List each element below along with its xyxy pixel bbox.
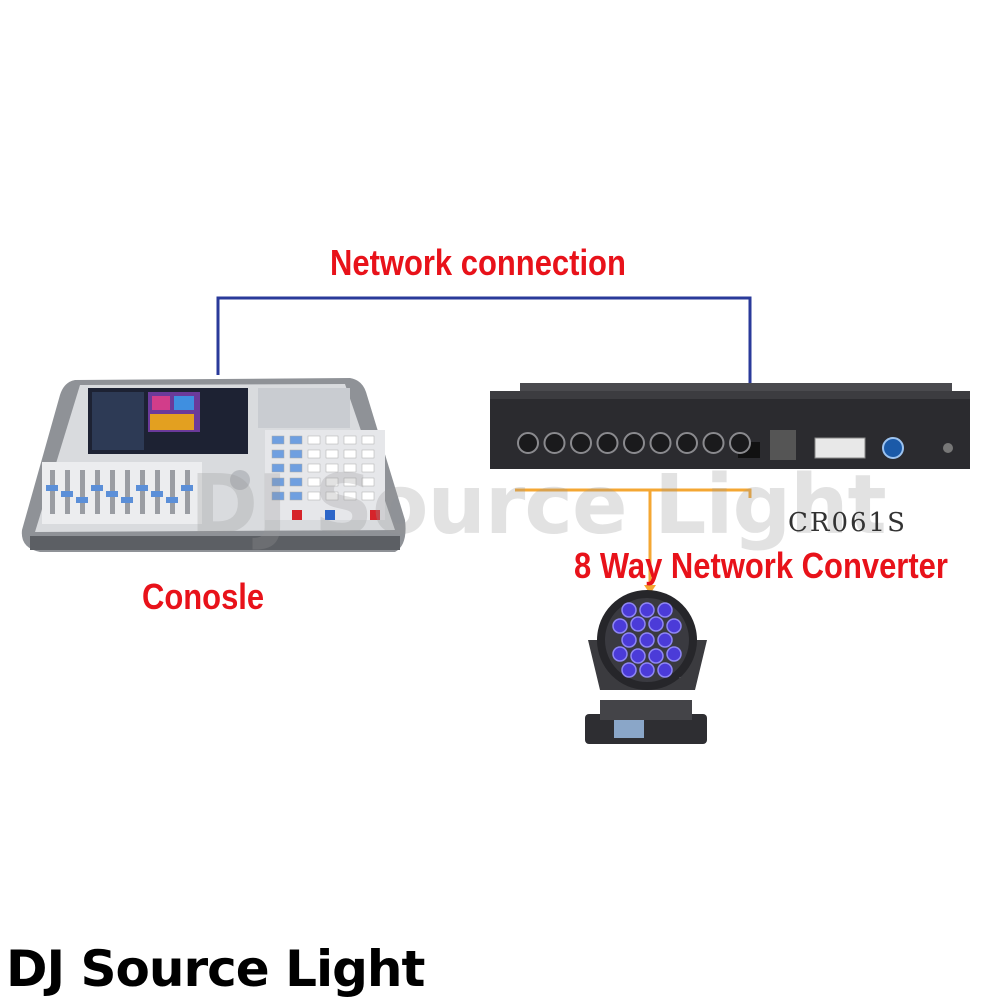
fader-knob [91,485,103,491]
fader-knob [61,491,73,497]
led-lens [639,632,655,648]
network-connection-label: Network connection [330,242,626,283]
led-lens [657,662,673,678]
fader-knob [151,491,163,497]
led-lens [612,646,628,662]
fader-knob [181,485,193,491]
console-button [307,477,321,487]
console-button [343,463,357,473]
fader-track [140,470,145,514]
led-lens [666,618,682,634]
console-button [325,477,339,487]
fader-track [185,470,190,514]
console-button [361,477,375,487]
led-lens [630,648,646,664]
fader-track [50,470,55,514]
console-button [325,491,339,501]
led-lens [657,632,673,648]
fader-track [80,470,85,514]
network-converter-icon [490,383,970,469]
console-button [271,463,285,473]
console-label: Conosle [142,576,265,617]
console-button [289,491,303,501]
console-button [325,463,339,473]
xlr-port [676,432,698,454]
console-button [271,449,285,459]
console-button [343,435,357,445]
console-button [361,449,375,459]
brand-logo-text: DJ Source Light [6,940,425,998]
console-button [325,435,339,445]
xlr-port [570,432,592,454]
lighting-console-icon [21,378,406,552]
fader-knob [46,485,58,491]
xlr-port [702,432,725,454]
fixture-leds [612,602,682,678]
console-button [289,463,303,473]
console-button [307,435,321,445]
console-button [361,435,375,445]
console-button [343,491,357,501]
led-lens [648,616,664,632]
fader-knob [76,497,88,503]
fader-knob [166,497,178,503]
xlr-port [649,432,672,454]
led-lens [621,602,637,618]
console-button [307,463,321,473]
fader-knob [121,497,133,503]
led-lens [621,662,637,678]
led-lens [657,602,673,618]
watermark-text: DJ Source Light [190,458,887,553]
xlr-port [543,432,566,454]
console-button [307,491,321,501]
console-faders [46,435,375,514]
console-button [289,449,303,459]
console-button [343,449,357,459]
led-lens [639,602,655,618]
console-button [289,435,303,445]
fader-knob [106,491,118,497]
network-cable [216,296,752,440]
xlr-port [596,432,619,454]
led-lens [612,618,628,634]
led-lens [666,646,682,662]
console-button [361,463,375,473]
fader-track [170,470,175,514]
led-lens [630,616,646,632]
dmx-cable [515,488,752,594]
xlr-port [517,432,539,454]
console-button [271,491,285,501]
xlr-ports [517,432,751,454]
xlr-port [729,432,751,454]
model-label: CR061S [788,508,907,538]
console-button [271,435,285,445]
led-lens [648,648,664,664]
console-button [361,491,375,501]
fader-track [95,470,100,514]
xlr-port [623,432,645,454]
console-button [307,449,321,459]
led-lens [639,662,655,678]
fader-knob [136,485,148,491]
console-button [343,477,357,487]
console-button [325,449,339,459]
led-lens [621,632,637,648]
converter-label: 8 Way Network Converter [574,545,948,586]
console-button [289,477,303,487]
console-button [271,477,285,487]
fader-track [125,470,130,514]
